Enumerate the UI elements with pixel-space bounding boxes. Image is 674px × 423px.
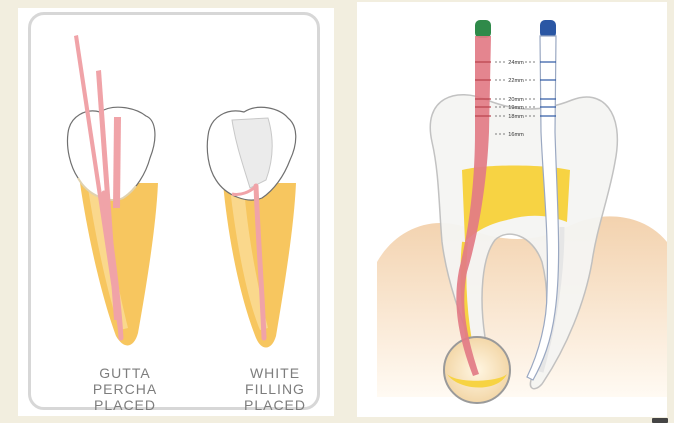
gum-tissue <box>377 216 667 397</box>
teeth-comparison-drawing <box>18 8 334 416</box>
caption-line: PERCHA <box>70 381 180 397</box>
caption-line: FILLING <box>220 381 330 397</box>
marker-label: 24mm <box>508 60 524 66</box>
caption-line: GUTTA <box>70 365 180 381</box>
marker-label: 20mm <box>508 97 524 103</box>
root-canal-file-drawing: 24mm 22mm 20mm 19mm 18mm 16mm <box>357 2 667 417</box>
marker-label: 16mm <box>508 132 524 138</box>
caption-line: PLACED <box>220 397 330 413</box>
caption-gutta-percha-placed: GUTTA PERCHA PLACED <box>70 365 180 413</box>
marker-label: 22mm <box>508 78 524 84</box>
tooth-white-filling <box>207 107 296 347</box>
gutta-percha-cone-3 <box>113 117 121 208</box>
corner-mark <box>652 418 668 423</box>
file-handle-green <box>475 20 491 38</box>
left-illustration-panel: GUTTA PERCHA PLACED WHITE FILLING PLACED <box>18 8 334 416</box>
caption-white-filling-placed: WHITE FILLING PLACED <box>220 365 330 413</box>
right-illustration-panel: 24mm 22mm 20mm 19mm 18mm 16mm <box>357 2 667 417</box>
marker-label: 18mm <box>508 114 524 120</box>
marker-label: 19mm <box>508 105 524 111</box>
caption-line: PLACED <box>70 397 180 413</box>
file-handle-blue <box>540 20 556 38</box>
caption-line: WHITE <box>220 365 330 381</box>
tooth-gutta-percha <box>67 35 158 345</box>
